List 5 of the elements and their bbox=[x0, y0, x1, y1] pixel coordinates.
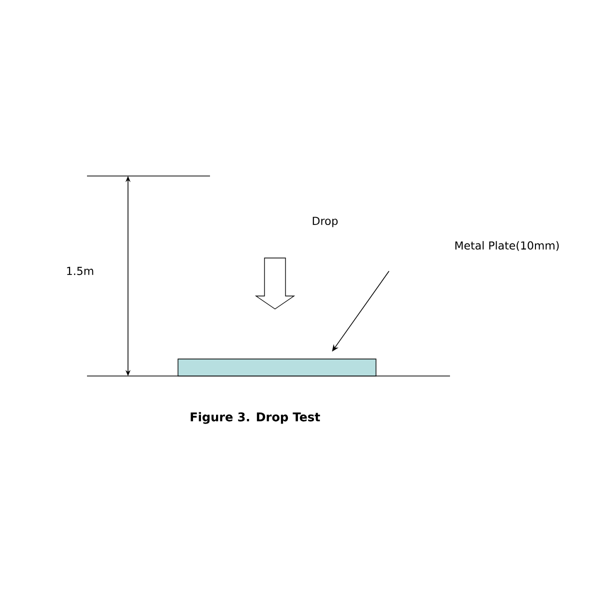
label-text: 1.5m bbox=[67, 266, 94, 276]
label-text: Metal Plate(10mm) bbox=[455, 241, 559, 251]
metal-plate bbox=[178, 358, 376, 376]
caption: Figure 3. Drop Test bbox=[190, 412, 320, 424]
label-text: Drop bbox=[312, 216, 338, 228]
